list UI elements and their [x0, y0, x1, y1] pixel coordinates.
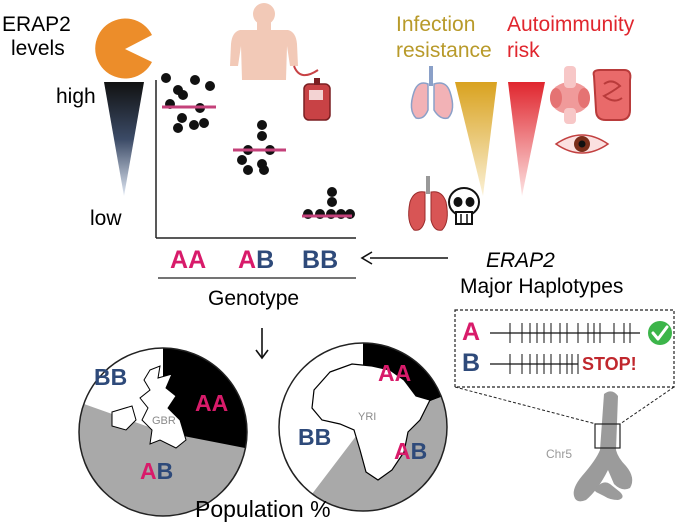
- scatter-dot: [161, 73, 171, 83]
- gbr-aa-slice: [163, 348, 247, 448]
- inflamed-eye-icon: [554, 134, 610, 154]
- scatter-dot: [259, 165, 269, 175]
- scatter-dot: [199, 118, 209, 128]
- scatter-axes: [155, 80, 356, 239]
- genotype-ab-label: AB: [238, 246, 275, 274]
- gbr-map-icon: [111, 365, 187, 449]
- infection-label-line2: resistance: [396, 39, 492, 62]
- gbr-ab-label: AB: [140, 458, 174, 484]
- haplotype-a-label: A: [462, 318, 481, 346]
- autoimmunity-label-line1: Autoimmunity: [507, 13, 635, 36]
- blood-tube: [293, 65, 319, 77]
- chromosome-zoom-box: [594, 423, 621, 449]
- high-label: high: [56, 85, 96, 108]
- autoimmunity-label-line2: risk: [507, 39, 540, 62]
- scatter-dot: [190, 75, 200, 85]
- skull-icon: [448, 187, 480, 225]
- gbr-map-label: GBR: [152, 415, 176, 427]
- intestine-icon: [592, 69, 632, 121]
- yri-ab-label: AB: [394, 438, 428, 464]
- scatter-dot: [178, 90, 188, 100]
- infection-label-line1: Infection: [396, 13, 476, 36]
- zoom-callout: [454, 386, 675, 425]
- gbr-population-pie: [78, 347, 248, 517]
- genotype-aa-label: AA: [170, 246, 207, 274]
- low-label: low: [90, 207, 122, 230]
- human-body-icon: [230, 3, 298, 80]
- scatter-dot: [205, 81, 215, 91]
- gbr-bb-slice: [84, 348, 163, 432]
- healthy-lungs-icon: [410, 66, 454, 120]
- erap2-levels-title-line1: ERAP2: [2, 13, 71, 36]
- chromosome-5-icon: [573, 391, 633, 502]
- scatter-dot: [177, 113, 187, 123]
- yri-bb-label: BB: [298, 424, 332, 450]
- check-icon: [648, 321, 672, 345]
- erap2-level-gradient: [104, 82, 144, 196]
- scatter-dot: [327, 187, 337, 197]
- chromosome-label: Chr5: [546, 447, 573, 461]
- genotype-bb-label: BB: [302, 246, 339, 274]
- haplotype-arrow: [360, 251, 448, 265]
- scatter-dot: [237, 155, 247, 165]
- erap2-levels-title-line2: levels: [11, 37, 65, 60]
- scatter-dot: [243, 165, 253, 175]
- gbr-aa-label: AA: [195, 390, 229, 416]
- scatter-dot: [173, 123, 183, 133]
- inflamed-joint-icon: [550, 66, 590, 124]
- scatter-dot: [327, 197, 337, 207]
- africa-map-icon: [311, 363, 431, 481]
- infection-resistance-gradient: [455, 82, 497, 196]
- yri-map-label: YRI: [358, 411, 377, 423]
- scatter-dot: [189, 120, 199, 130]
- population-title: Population %: [195, 496, 331, 522]
- scatter-dot: [257, 120, 267, 130]
- genotype-scatter: [161, 73, 355, 219]
- erap2-protein-icon: [95, 18, 152, 79]
- haplotype-box: [454, 309, 675, 388]
- stop-label: STOP!: [582, 354, 637, 374]
- yri-aa-label: AA: [378, 360, 412, 386]
- haplotype-a-variants: [509, 323, 631, 343]
- haplotype-gene-name: ERAP2: [486, 249, 555, 272]
- haplotype-b-variants: [509, 354, 579, 374]
- population-arrow: [255, 328, 269, 360]
- scatter-dot: [257, 131, 267, 141]
- gbr-bb-label: BB: [94, 364, 128, 390]
- blood-bag-icon: [303, 78, 331, 121]
- haplotype-title: Major Haplotypes: [460, 275, 624, 298]
- yri-population-pie: [278, 342, 448, 512]
- haplotype-b-label: B: [462, 349, 481, 377]
- autoimmunity-risk-gradient: [508, 82, 545, 196]
- infected-lungs-icon: [408, 176, 448, 231]
- genotype-axis-label: Genotype: [208, 287, 300, 310]
